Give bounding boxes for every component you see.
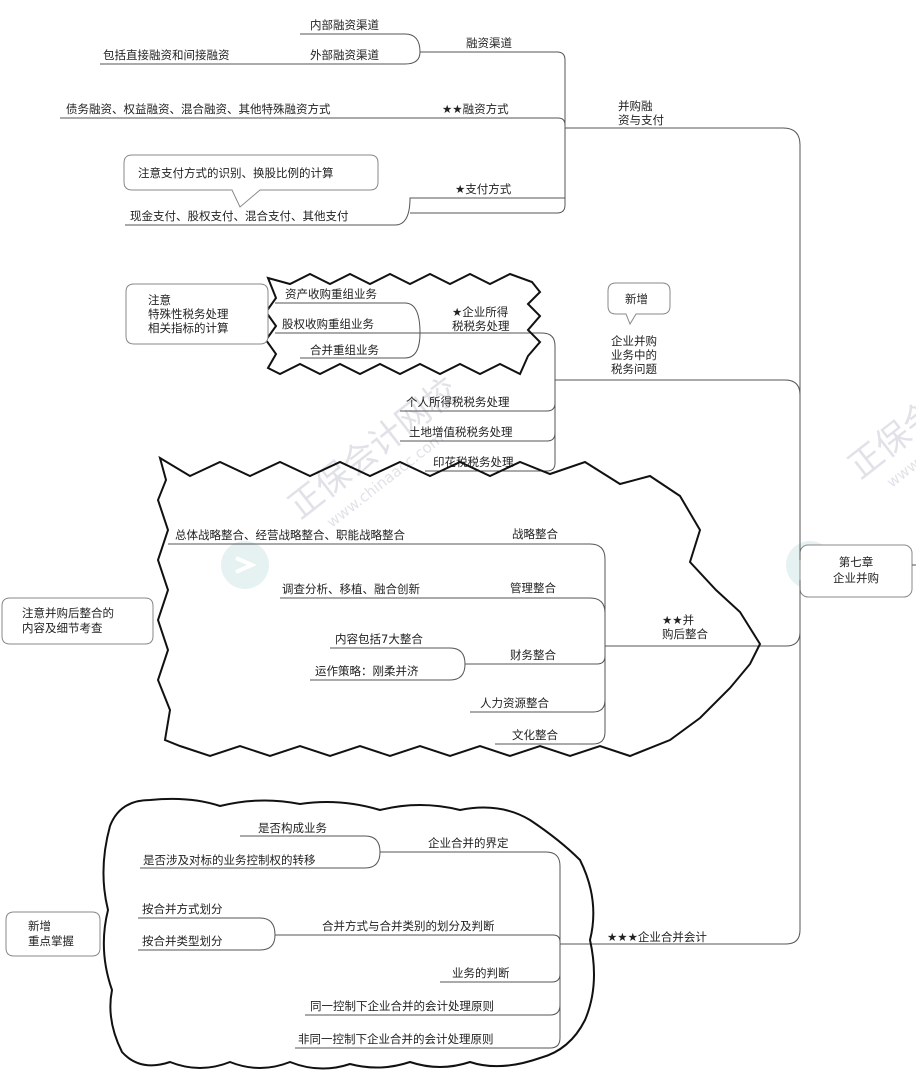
tax-new-badge-text: 新增 bbox=[625, 292, 648, 306]
strategy-detail: 总体战略整合、经营战略整合、职能战略整合 bbox=[175, 528, 405, 542]
trunk-to-tax bbox=[555, 379, 801, 560]
non-same-control-item[interactable]: 非同一控制下企业合并的会计处理原则 bbox=[298, 1032, 494, 1046]
lvt-item[interactable]: 土地增值税税务处理 bbox=[409, 425, 513, 439]
external-channel[interactable]: 外部融资渠道 bbox=[310, 48, 379, 62]
payment-callout-box[interactable] bbox=[123, 154, 379, 208]
internal-channel[interactable]: 内部融资渠道 bbox=[310, 18, 379, 32]
tax-label-line2: 业务中的 bbox=[611, 348, 657, 362]
income-tax-callout-box[interactable] bbox=[125, 283, 269, 345]
income-tax-callout-line1: 注意 bbox=[148, 293, 171, 307]
definition-q1: 是否构成业务 bbox=[258, 821, 327, 835]
root-node[interactable] bbox=[799, 544, 913, 598]
merger-underline bbox=[300, 332, 421, 359]
strategy-label[interactable]: 战略整合 bbox=[512, 527, 558, 541]
merger-item[interactable]: 合并重组业务 bbox=[310, 343, 379, 357]
accounting-callout-box[interactable] bbox=[5, 911, 101, 957]
channels-label[interactable]: 融资渠道 bbox=[466, 36, 512, 50]
accounting-label[interactable]: ★★★企业合并会计 bbox=[607, 930, 707, 944]
external-channel-note: 包括直接融资和间接融资 bbox=[103, 48, 230, 62]
trunk-to-accounting bbox=[560, 580, 801, 945]
tax-label-line1: 企业并购 bbox=[611, 334, 657, 348]
by-type-underline bbox=[138, 934, 276, 951]
finance-detail1-underline bbox=[330, 647, 466, 665]
management-label[interactable]: 管理整合 bbox=[510, 581, 556, 595]
business-judgment-item[interactable]: 业务的判断 bbox=[452, 966, 510, 980]
classification-by-method: 按合并方式划分 bbox=[142, 902, 223, 916]
tax-label-line3: 税务问题 bbox=[611, 362, 657, 376]
payment-label[interactable]: ★支付方式 bbox=[455, 182, 512, 196]
classification-label[interactable]: 合并方式与合并类别的划分及判断 bbox=[322, 919, 495, 933]
definition-q1-underline bbox=[240, 835, 381, 853]
income-tax-underline bbox=[420, 332, 556, 380]
chevron-logo-icon bbox=[221, 541, 269, 589]
payment-callout: 注意支付方式的识别、换股比例的计算 bbox=[138, 166, 334, 180]
definition-q2-underline bbox=[140, 851, 381, 869]
culture-underline bbox=[495, 646, 606, 745]
pit-item[interactable]: 个人所得税税务处理 bbox=[406, 395, 510, 409]
watermark-right: 正保会计网校 www.chinaacc.com bbox=[841, 330, 916, 491]
equity-acquisition-item[interactable]: 股权收购重组业务 bbox=[282, 317, 374, 331]
channels-underline bbox=[420, 51, 566, 61]
asset-acq-underline bbox=[275, 302, 421, 334]
root-line1: 第七章 bbox=[839, 555, 874, 569]
accounting-callout-line1: 新增 bbox=[28, 919, 51, 933]
classification-underline bbox=[275, 934, 561, 944]
trunk-to-financing bbox=[565, 127, 801, 560]
payment-underline bbox=[125, 197, 565, 226]
income-tax-label-line1[interactable]: ★企业所得 bbox=[452, 305, 508, 319]
integration-callout-box[interactable] bbox=[1, 597, 154, 645]
methods-label[interactable]: ★★融资方式 bbox=[442, 102, 509, 116]
classification-by-type: 按合并类型划分 bbox=[142, 934, 223, 948]
finance-detail1: 内容包括7大整合 bbox=[335, 632, 423, 646]
management-detail: 调查分析、移植、融合创新 bbox=[282, 582, 420, 596]
methods-underline bbox=[60, 117, 566, 126]
financing-spine bbox=[410, 60, 566, 214]
non-same-control-underline bbox=[295, 944, 561, 1049]
income-tax-callout-line3: 相关指标的计算 bbox=[148, 321, 229, 335]
external-underline bbox=[300, 51, 421, 65]
integration-cloud bbox=[156, 455, 762, 758]
integration-label-line2[interactable]: 购后整合 bbox=[662, 627, 708, 641]
stamp-duty-item[interactable]: 印花税税务处理 bbox=[433, 455, 514, 469]
chevron-mark-icon bbox=[235, 556, 257, 574]
culture-label[interactable]: 文化整合 bbox=[512, 728, 558, 742]
finance-detail2: 运作策略：刚柔并济 bbox=[315, 664, 419, 678]
asset-acquisition-item[interactable]: 资产收购重组业务 bbox=[285, 287, 377, 301]
by-method-underline bbox=[138, 917, 276, 936]
strategy-underline bbox=[465, 543, 606, 646]
definition-q2: 是否涉及对标的业务控制权的转移 bbox=[143, 853, 316, 867]
hr-label[interactable]: 人力资源整合 bbox=[480, 696, 549, 710]
stamp-underline bbox=[425, 380, 556, 472]
same-control-item[interactable]: 同一控制下企业合并的会计处理原则 bbox=[310, 999, 494, 1013]
accounting-cloud bbox=[102, 797, 595, 1070]
integration-callout-line2: 内容及细节考查 bbox=[22, 621, 103, 635]
integration-callout-line1: 注意并购后整合的 bbox=[22, 606, 114, 620]
definition-underline bbox=[380, 851, 561, 944]
management-underline bbox=[280, 597, 606, 646]
finance-detail2-underline bbox=[310, 663, 466, 681]
finance-label[interactable]: 财务整合 bbox=[510, 648, 556, 662]
methods-detail: 债务融资、权益融资、混合融资、其他特殊融资方式 bbox=[66, 102, 331, 116]
income-tax-label-line2[interactable]: 税税务处理 bbox=[452, 319, 510, 333]
payment-detail: 现金支付、股权支付、混合支付、其他支付 bbox=[130, 209, 349, 223]
root-line2: 企业并购 bbox=[833, 571, 879, 585]
income-tax-cloud bbox=[264, 272, 542, 376]
definition-label[interactable]: 企业合并的界定 bbox=[428, 836, 509, 850]
financing-label-line1: 并购融 bbox=[618, 99, 653, 113]
income-tax-callout-line2: 特殊性税务处理 bbox=[148, 307, 229, 321]
internal-underline bbox=[300, 33, 421, 53]
integration-label-line1[interactable]: ★★并 bbox=[662, 613, 694, 627]
financing-label-line2: 资与支付 bbox=[618, 113, 664, 127]
tax-new-badge bbox=[607, 282, 671, 326]
accounting-callout-line2: 重点掌握 bbox=[28, 934, 74, 948]
